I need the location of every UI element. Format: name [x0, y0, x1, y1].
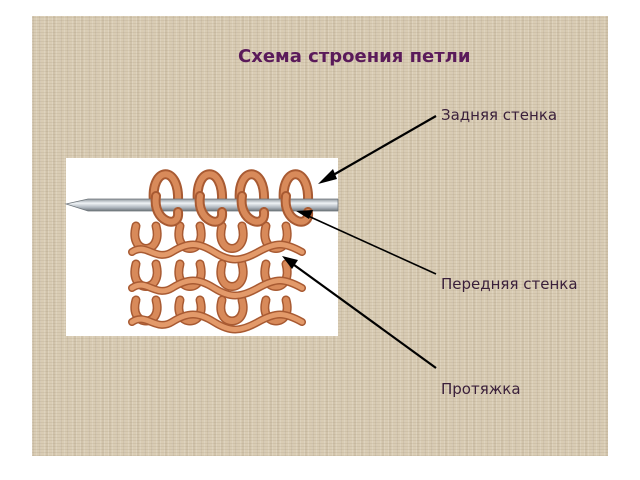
knitted-fabric [128, 221, 306, 334]
slide-title: Схема строения петли [238, 46, 471, 67]
loop-structure-diagram [64, 115, 437, 369]
label-back-wall: Задняя стенка [441, 106, 558, 124]
arrow-front-wall [296, 210, 437, 275]
slide-background: Схема строения петли Задняя стенка Перед… [32, 16, 608, 456]
label-front-wall: Передняя стенка [441, 275, 578, 293]
arrow-back-wall [318, 115, 437, 184]
arrow-pull [282, 256, 437, 369]
label-pull: Протяжка [441, 380, 521, 398]
